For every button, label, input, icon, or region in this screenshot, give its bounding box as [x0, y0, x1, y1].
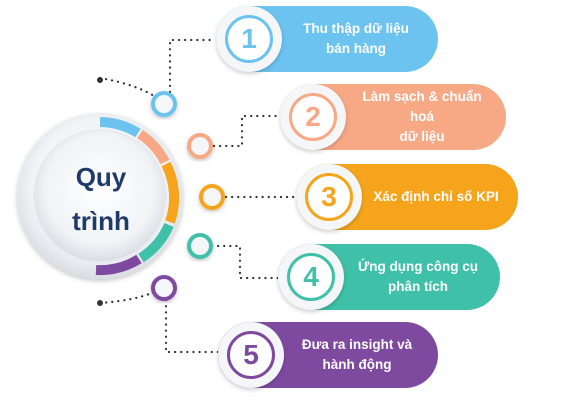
node-2 [187, 133, 213, 159]
hub-arc-1 [99, 117, 141, 138]
step-2-line2: dữ liệu [399, 129, 445, 144]
hub-arc-4 [138, 222, 174, 263]
node-3 [199, 184, 225, 210]
step-2-line1: Làm sạch & chuẩn hoá [362, 89, 482, 124]
step-5-number: 5 [227, 331, 275, 379]
connector-1b [168, 38, 216, 94]
step-3: 3 Xác định chỉ số KPI [296, 164, 518, 230]
connector-5b [98, 288, 160, 305]
step-4-line1: Ứng dụng công cụ [358, 259, 478, 274]
nodes [151, 91, 225, 301]
hub [17, 113, 183, 279]
hub-arc-2 [137, 129, 170, 165]
step-1-line1: Thu thập dữ liệu [303, 21, 409, 36]
center-title-line1: Quy [75, 162, 127, 192]
step-2: 2 Làm sạch & chuẩn hoá dữ liệu [280, 84, 506, 150]
step-4-number: 4 [287, 253, 335, 301]
center-title: Quy trình [46, 155, 156, 243]
dot-bottom [97, 300, 103, 306]
center-title-line2: trình [72, 206, 130, 236]
step-2-label: Làm sạch & chuẩn hoá dữ liệu [352, 84, 492, 150]
step-5-line1: Đưa ra insight và [301, 337, 413, 352]
node-1 [151, 91, 177, 117]
step-4-line2: phân tích [388, 279, 448, 294]
step-3-label: Xác định chỉ số KPI [368, 164, 504, 230]
node-4 [187, 233, 213, 259]
step-5-label: Đưa ra insight và hành động [290, 322, 424, 388]
hub-arc-3 [161, 161, 180, 224]
step-4: 4 Ứng dụng công cụ phân tích [278, 244, 500, 310]
step-5-line2: hành động [322, 357, 392, 372]
step-3-line1: Xác định chỉ số KPI [373, 189, 499, 204]
step-1-label: Thu thập dữ liệu bán hàng [288, 6, 424, 72]
connector-5 [164, 292, 220, 354]
dot-top [97, 77, 103, 83]
step-2-number: 2 [289, 93, 337, 141]
step-1-number: 1 [225, 15, 273, 63]
connector-2 [212, 114, 284, 148]
step-4-label: Ứng dụng công cụ phân tích [350, 244, 486, 310]
step-4-badge: 4 [278, 244, 344, 310]
hub-arc-5 [95, 254, 142, 276]
connector-4 [210, 244, 282, 280]
node-5 [151, 275, 177, 301]
step-3-badge: 3 [296, 164, 362, 230]
step-5-badge: 5 [218, 322, 284, 388]
step-5: 5 Đưa ra insight và hành động [218, 322, 438, 388]
step-3-number: 3 [305, 173, 353, 221]
step-2-badge: 2 [280, 84, 346, 150]
step-1-line2: bán hàng [325, 41, 386, 56]
connector-1 [98, 76, 162, 102]
step-1: 1 Thu thập dữ liệu bán hàng [216, 6, 438, 72]
step-1-badge: 1 [216, 6, 282, 72]
